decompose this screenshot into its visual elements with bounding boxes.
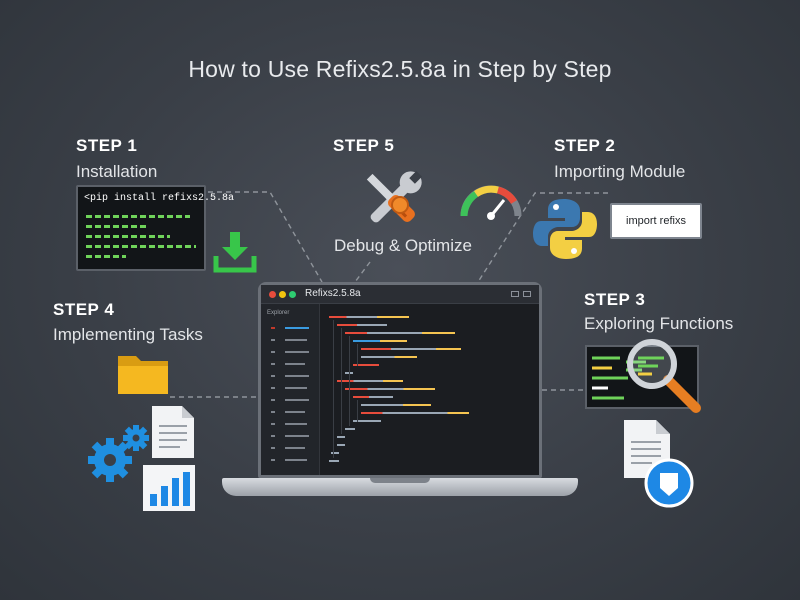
step2-name: Importing Module [554, 162, 686, 181]
code-editor [323, 304, 539, 475]
download-icon [213, 232, 257, 273]
restore-control [511, 291, 519, 297]
window-control [523, 291, 531, 297]
bar-chart-icon [143, 465, 195, 511]
shield-icon [644, 458, 694, 508]
diagram-title: How to Use Refixs2.5.8a in Step by Step [188, 56, 612, 82]
step1-name: Installation [76, 162, 158, 181]
step4-name: Implementing Tasks [53, 325, 203, 344]
laptop-notch [370, 478, 430, 483]
python-icon [533, 199, 597, 259]
document-icon [152, 406, 194, 458]
speedometer-icon [460, 185, 522, 220]
import-code-box: import refixs [610, 203, 702, 239]
laptop-screen: Refixs2.5.8a Explorer [258, 282, 542, 478]
step4-number: STEP 4 [53, 300, 115, 319]
editor-title-bar: Refixs2.5.8a [261, 285, 539, 304]
minimize-dot [279, 291, 286, 298]
folder-icon [118, 356, 168, 394]
step5-number: STEP 5 [333, 136, 395, 155]
maximize-dot [289, 291, 296, 298]
terminal-icon: <pip install refixs2.5.8a [76, 185, 234, 271]
install-command: pip install refixs2.5.8a [90, 193, 235, 204]
editor-sidebar: Explorer [261, 304, 320, 475]
magnifier-icon [627, 339, 701, 413]
editor-title: Refixs2.5.8a [305, 288, 361, 299]
close-dot [269, 291, 276, 298]
import-code: import refixs [626, 215, 686, 227]
step3-name: Exploring Functions [584, 314, 734, 333]
gears-icon [88, 425, 149, 482]
step5-name: Debug & Optimize [334, 236, 472, 255]
sidebar-header: Explorer [267, 310, 290, 316]
laptop-base [222, 478, 578, 496]
wrench-screwdriver-icon [366, 171, 422, 223]
step2-number: STEP 2 [554, 136, 616, 155]
step3-number: STEP 3 [584, 290, 646, 309]
step1-number: STEP 1 [76, 136, 138, 155]
